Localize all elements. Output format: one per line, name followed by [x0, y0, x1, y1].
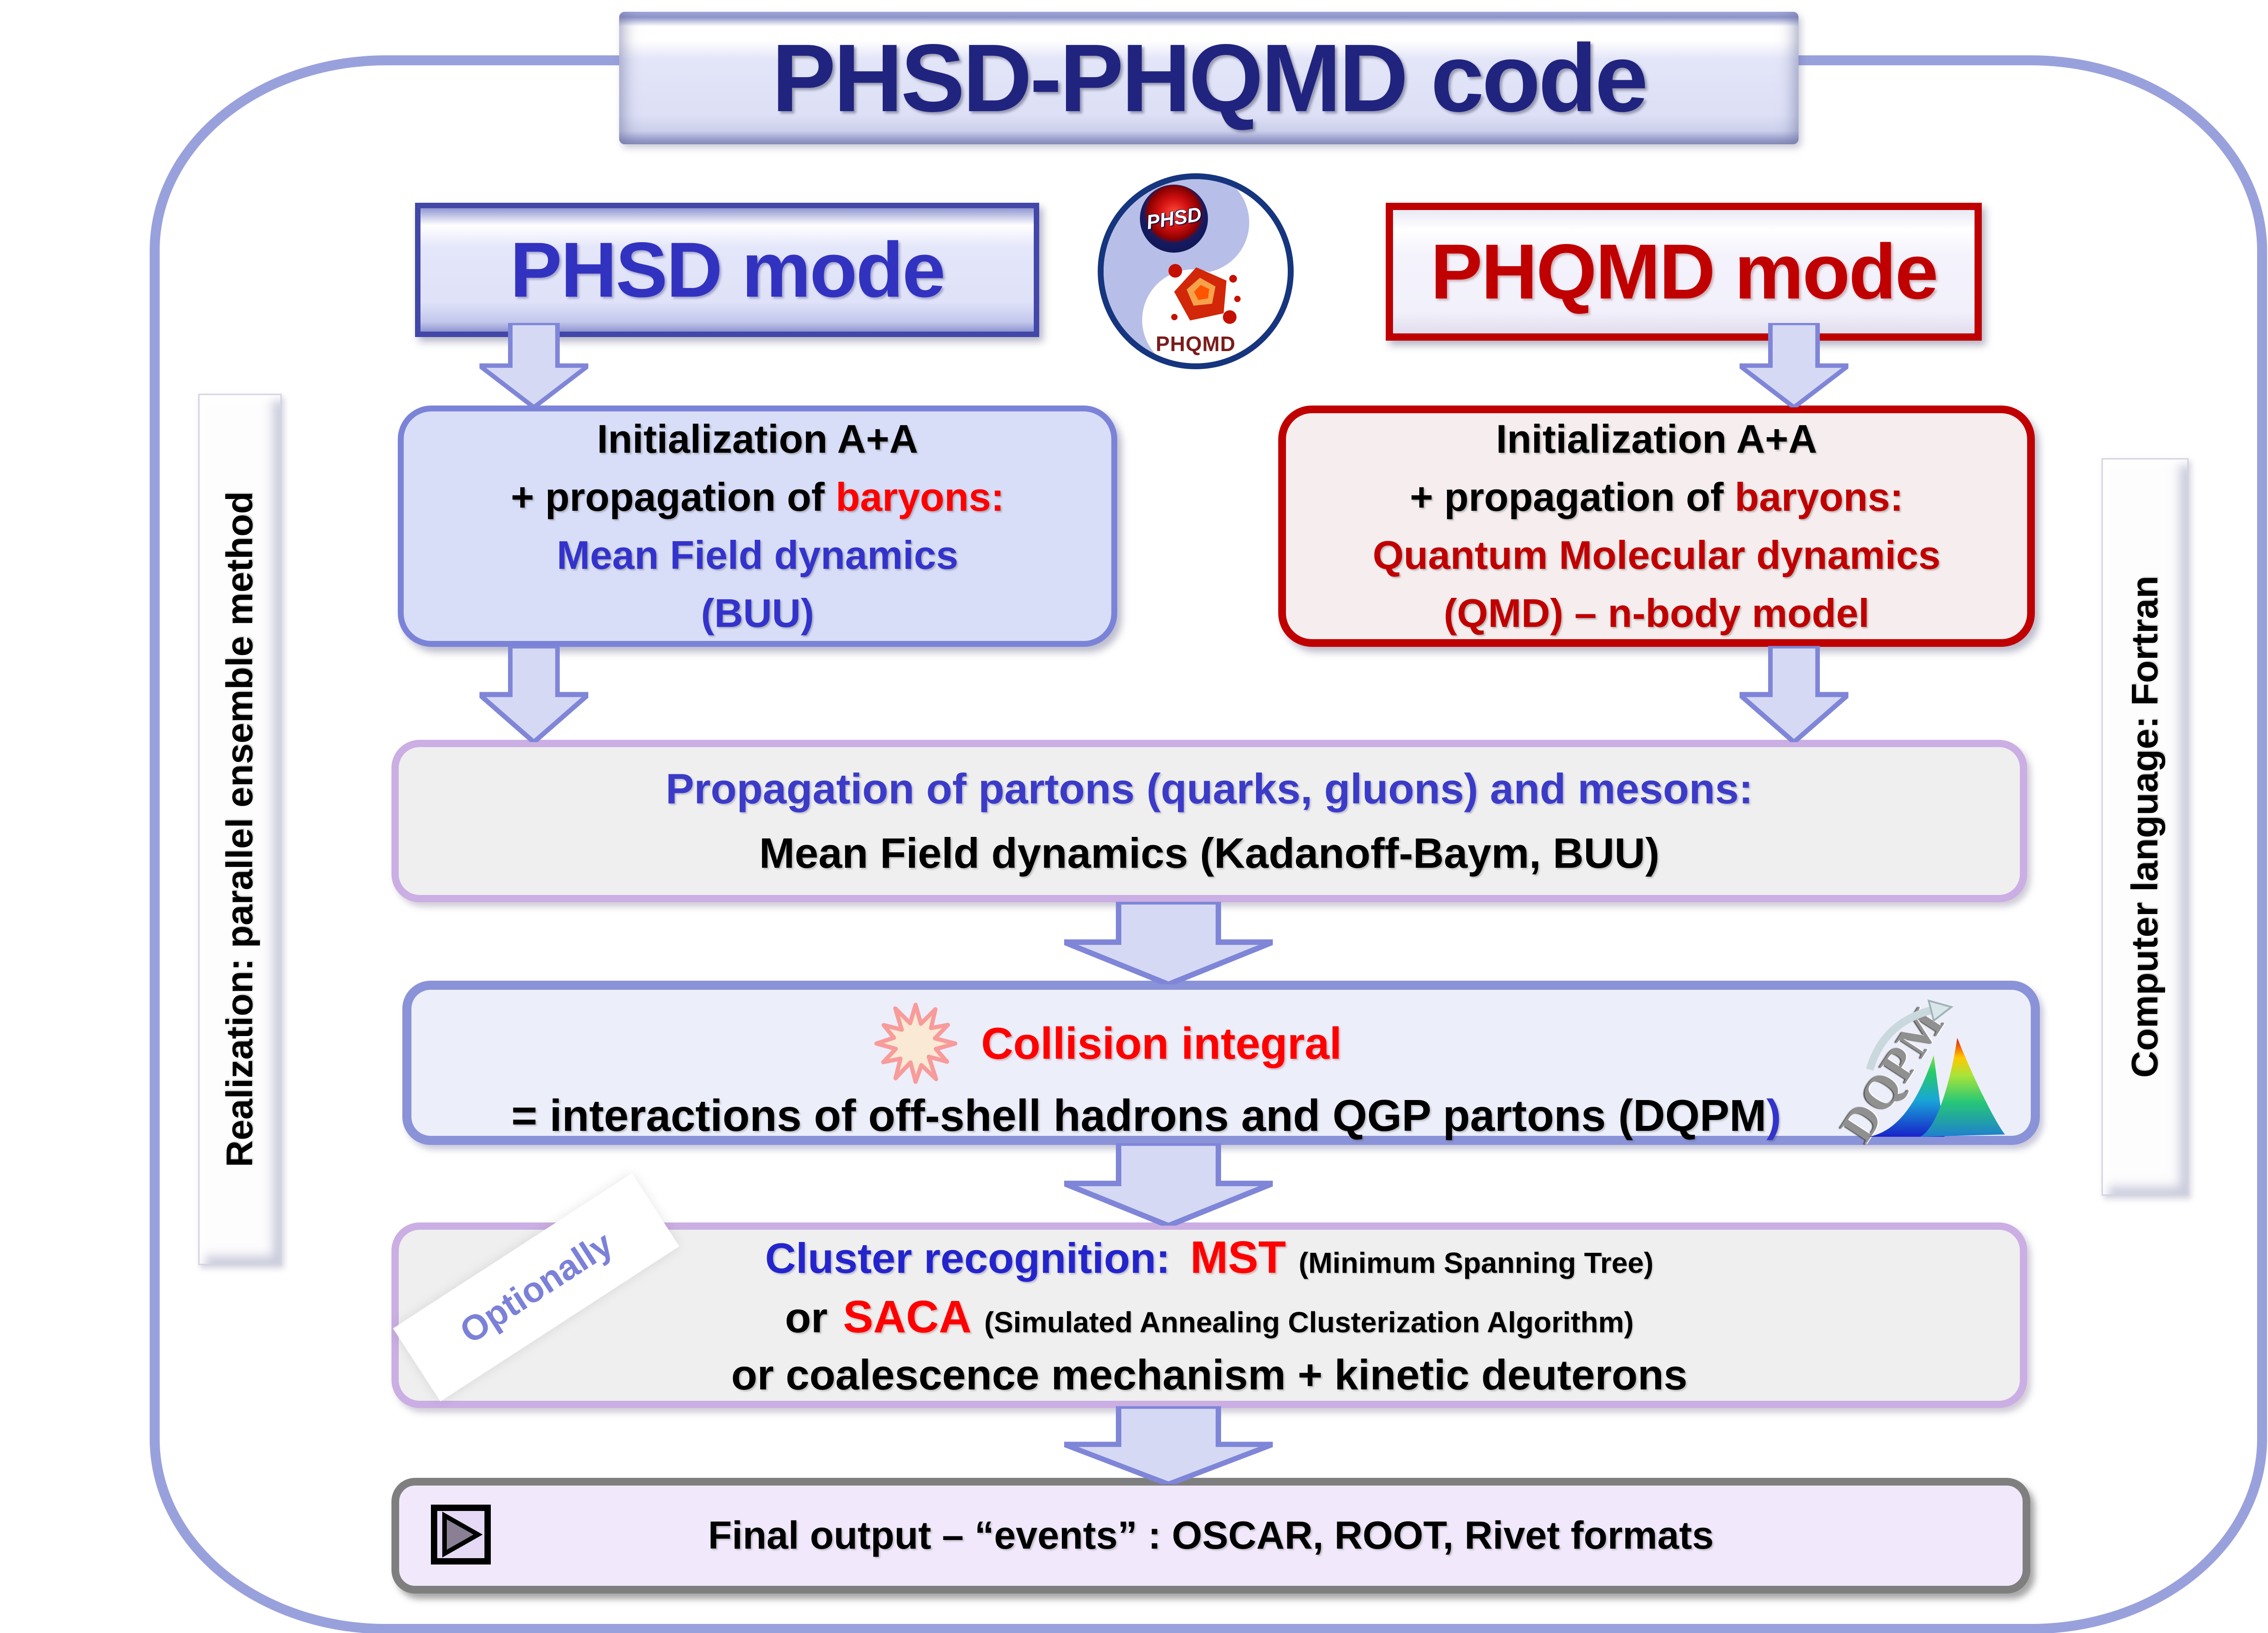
- init-left-box: Initialization A+A + propagation of bary…: [398, 406, 1117, 647]
- arrow-phsd-to-init-icon: [479, 323, 588, 407]
- cluster-line2-saca: SACA: [843, 1291, 972, 1342]
- collision-body-black: = interactions of off-shell hadrons and …: [511, 1090, 1767, 1140]
- language-label: Computer language: Fortran: [2124, 576, 2165, 1078]
- cluster-line3: or coalescence mechanism + kinetic deute…: [731, 1350, 1687, 1399]
- init-left-line2-black: + propagation of: [511, 474, 825, 519]
- cluster-line1-blue: Cluster recognition:: [765, 1234, 1170, 1282]
- init-left-line3: Mean Field dynamics: [557, 533, 958, 577]
- collision-body: = interactions of off-shell hadrons and …: [411, 1090, 2031, 1141]
- collision-body-blue-paren: ): [1766, 1090, 1781, 1140]
- final-output-box: Final output – “events” : OSCAR, ROOT, R…: [391, 1478, 2030, 1594]
- cluster-line1-mst: MST: [1190, 1232, 1286, 1283]
- cluster-line1: Cluster recognition: MST (Minimum Spanni…: [765, 1232, 1653, 1284]
- phqmd-mode-box: PHQMD mode: [1386, 203, 1982, 341]
- dqpm-curved-arrow-icon: [1866, 999, 1954, 1071]
- cluster-line2-note: (Simulated Annealing Clusterization Algo…: [984, 1305, 1634, 1339]
- init-left-line1: Initialization A+A: [596, 416, 919, 461]
- dqpm-logo-icon: DQPM: [1815, 994, 2010, 1151]
- arrow-init-left-to-propagation-icon: [479, 646, 588, 742]
- dot: [1171, 314, 1178, 320]
- arrow-collision-to-cluster-icon: [1064, 1143, 1273, 1226]
- init-right-line4: (QMD) – n-body model: [1443, 591, 1870, 636]
- init-right-box: Initialization A+A + propagation of bary…: [1278, 406, 2035, 647]
- arrow-phqmd-to-init-icon: [1740, 323, 1848, 407]
- dot: [1223, 310, 1237, 324]
- starburst-icon: [874, 1002, 958, 1084]
- phsd-mode-box: PHSD mode: [415, 203, 1039, 337]
- dqpm-peaks-icon: [1869, 1038, 2005, 1137]
- cluster-line2: or SACA (Simulated Annealing Clusterizat…: [785, 1291, 1633, 1343]
- collision-title-row: Collision integral: [411, 1002, 2031, 1085]
- phqmd-mode-label: PHQMD mode: [1430, 228, 1939, 315]
- propagation-line1: Propagation of partons (quarks, gluons) …: [665, 765, 1753, 812]
- dot: [1229, 275, 1237, 283]
- final-output-text: Final output – “events” : OSCAR, ROOT, R…: [708, 1514, 1714, 1557]
- play-output-icon: [431, 1505, 491, 1565]
- cluster-line2-or: or: [785, 1293, 828, 1341]
- phsd-mode-label: PHSD mode: [510, 226, 945, 313]
- pentagon-mid: [1186, 276, 1217, 306]
- cluster-box: Cluster recognition: MST (Minimum Spanni…: [391, 1222, 2027, 1408]
- dot: [1168, 264, 1182, 278]
- logo-phsd-label: PHSD: [1144, 203, 1203, 234]
- cluster-line3-text: or coalescence mechanism + kinetic deute…: [731, 1350, 1688, 1398]
- propagation-line2: Mean Field dynamics (Kadanoff-Baym, BUU): [759, 829, 1660, 877]
- right-side-label-box: Computer language: Fortran: [2102, 458, 2189, 1196]
- phsd-phqmd-logo-icon: PHSD PHQMD: [1098, 173, 1294, 369]
- propagation-box: Propagation of partons (quarks, gluons) …: [391, 740, 2027, 902]
- init-right-line3: Quantum Molecular dynamics: [1373, 533, 1941, 577]
- collision-title: Collision integral: [981, 1018, 1342, 1068]
- init-left-line2: + propagation of baryons:: [511, 468, 1004, 526]
- logo-phqmd-label: PHQMD: [1155, 332, 1236, 356]
- page-title: PHSD-PHQMD code: [772, 24, 1648, 132]
- phqmd-pentagon-icon: [1160, 263, 1242, 331]
- init-right-line2-red: baryons:: [1735, 474, 1903, 519]
- init-right-line1: Initialization A+A: [1496, 416, 1818, 461]
- init-right-line2: + propagation of baryons:: [1410, 468, 1903, 526]
- pentagon-core: [1193, 284, 1211, 300]
- arrow-cluster-to-final-icon: [1064, 1406, 1273, 1484]
- phsd-ball-icon: PHSD: [1140, 185, 1208, 253]
- realization-label: Realization: parallel ensemble method: [219, 491, 260, 1168]
- init-right-line2-black: + propagation of: [1410, 474, 1724, 519]
- arrow-init-right-to-propagation-icon: [1740, 646, 1848, 742]
- cluster-line1-note: (Minimum Spanning Tree): [1298, 1246, 1654, 1279]
- collision-box: Collision integral = interactions of off…: [402, 981, 2040, 1151]
- arrow-propagation-to-collision-icon: [1064, 902, 1273, 984]
- dot: [1234, 296, 1241, 302]
- init-left-line2-red: baryons:: [836, 474, 1004, 519]
- init-left-line4: (BUU): [701, 591, 814, 636]
- left-side-label-box: Realization: parallel ensemble method: [198, 394, 282, 1265]
- title-box: PHSD-PHQMD code: [619, 12, 1799, 144]
